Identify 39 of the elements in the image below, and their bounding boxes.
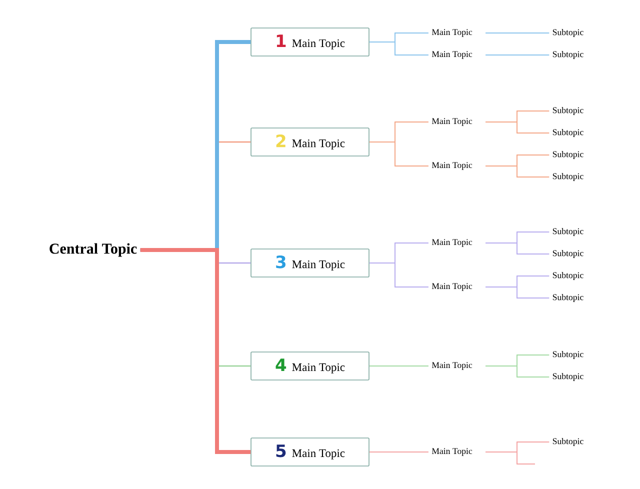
subtopic-label: Subtopic (552, 51, 584, 59)
connector (485, 452, 536, 464)
connector (368, 42, 429, 56)
connector (485, 32, 550, 34)
subtopic-label: Subtopic (552, 29, 584, 37)
topic-label: Main Topic (432, 448, 472, 456)
topic-label: Main Topic (432, 118, 472, 126)
topic-label: Main Topic (432, 29, 472, 37)
topic-label: Main Topic (432, 51, 472, 59)
connector (140, 248, 251, 454)
topic-box: 3 Main Topic (250, 248, 370, 278)
connector (368, 142, 429, 166)
connector (485, 242, 550, 254)
subtopic-label: Subtopic (552, 373, 584, 381)
connector (485, 54, 550, 56)
subtopic-label: Subtopic (552, 173, 584, 181)
topic-label: Main Topic (432, 283, 472, 291)
connector (485, 166, 550, 178)
subtopic-label: Subtopic (552, 438, 584, 446)
subtopic-label: Subtopic (552, 351, 584, 359)
topic-box: 2 Main Topic (250, 128, 370, 156)
connector (368, 262, 429, 288)
connector (485, 286, 550, 298)
subtopic-label: Subtopic (552, 272, 584, 280)
connector (485, 366, 550, 378)
subtopic-label: Subtopic (552, 294, 584, 302)
topic-box: 4 Main Topic (250, 352, 370, 380)
subtopic-label: Subtopic (552, 151, 584, 159)
subtopic-label: Subtopic (552, 228, 584, 236)
topic-box: 5 Main Topic (250, 438, 370, 466)
topic-label: Main Topic (432, 362, 472, 370)
subtopic-label: Subtopic (552, 129, 584, 137)
topic-label: Main Topic (432, 162, 472, 170)
connector (485, 122, 550, 134)
subtopic-label: Subtopic (552, 107, 584, 115)
topic-label: Main Topic (432, 239, 472, 247)
subtopic-label: Subtopic (552, 250, 584, 258)
topic-box: 1 Main Topic (250, 28, 370, 56)
central-topic: Central Topic (50, 243, 137, 257)
